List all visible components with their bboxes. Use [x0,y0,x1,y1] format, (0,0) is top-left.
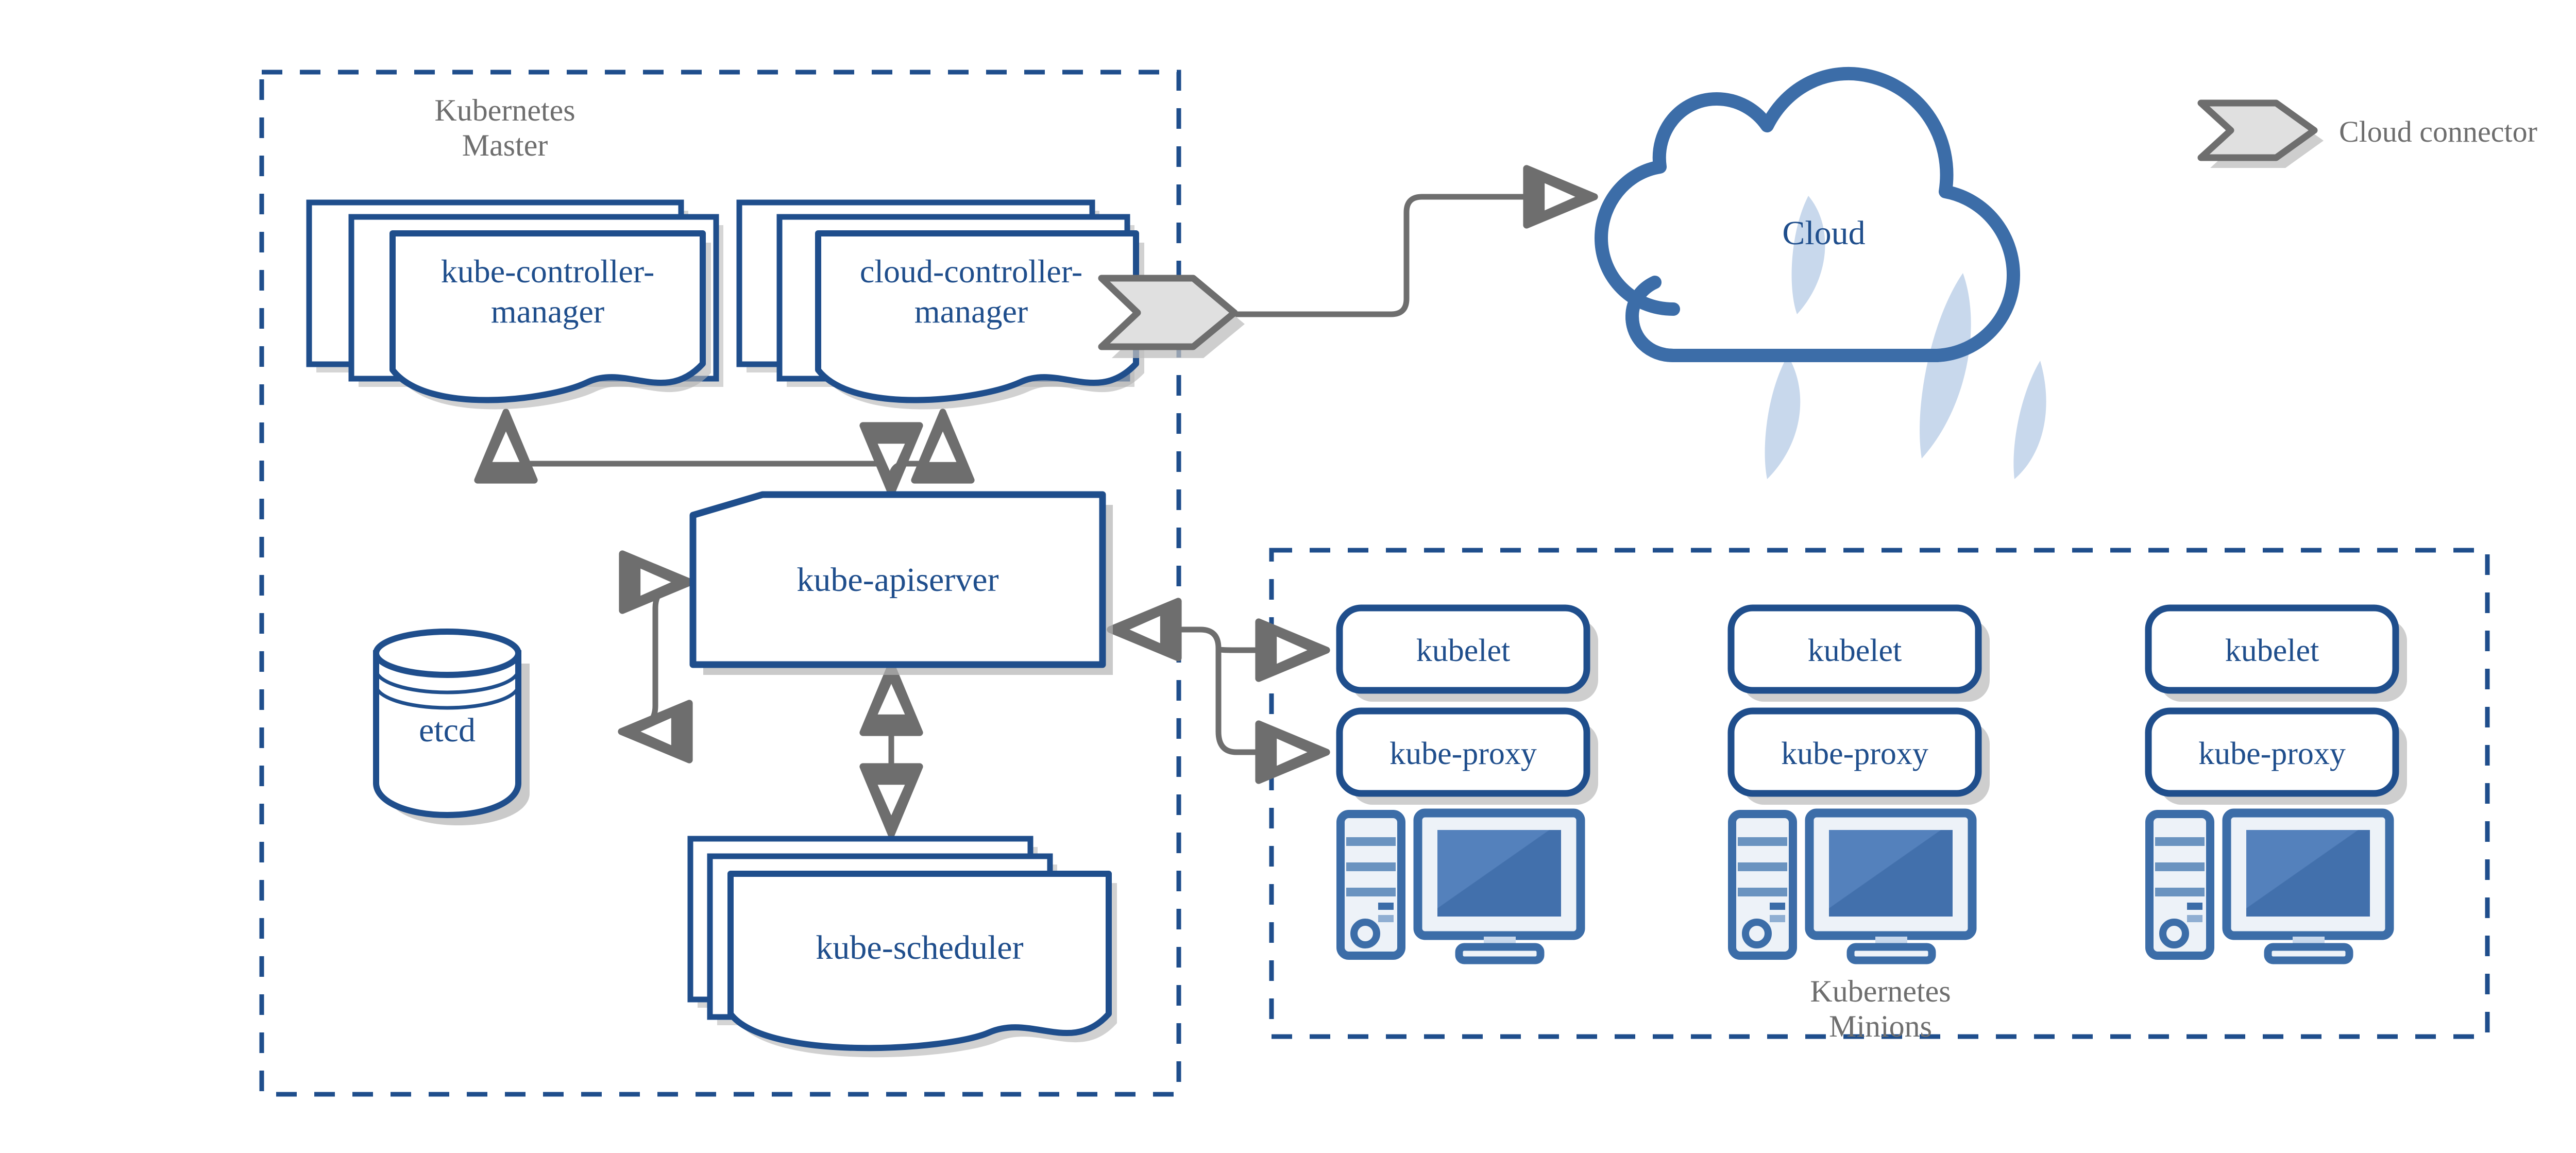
connector-apiserver-etcd [618,550,694,764]
monitor-icon-3 [2222,808,2394,964]
minion-node-2 [1727,604,1990,964]
cloud-shape [1594,66,2046,479]
cloud-connector-legend-icon [2197,99,2324,168]
kubernetes-minions-boundary [1269,548,2490,1039]
computer-icon-3 [2145,810,2214,960]
kube-proxy-box-1 [1336,707,1590,797]
kubelet-box-2 [1727,604,1982,694]
computer-icon-2 [1728,810,1797,960]
etcd-shape [373,629,530,825]
connector-kcm-to-apiserver [474,409,923,497]
connectors [474,165,1598,838]
connector-apiserver-to-kubeproxy [1215,647,1330,784]
kube-apiserver-shape [689,491,1113,675]
kube-proxy-box-2 [1727,707,1982,797]
cloud-connector-icon-inline [1098,275,1245,358]
connector-ccm-to-apiserver [888,409,975,497]
kubelet-box-1 [1336,604,1590,694]
connector-apiserver-to-kubelet [1107,598,1330,682]
computer-icon-1 [1336,810,1405,960]
minion-node-1 [1336,604,1598,964]
kubernetes-master-boundary [259,70,1181,1097]
connector-ccm-to-cloud [1213,165,1598,317]
monitor-icon-2 [1805,808,1977,964]
kubelet-box-3 [2145,604,2399,694]
kube-controller-manager-shape [306,199,723,410]
kube-scheduler-shape [687,836,1117,1058]
minion-node-3 [2145,604,2407,964]
monitor-icon-1 [1413,808,1585,964]
kube-proxy-box-3 [2145,707,2399,797]
cloud-controller-manager-shape [736,199,1144,410]
